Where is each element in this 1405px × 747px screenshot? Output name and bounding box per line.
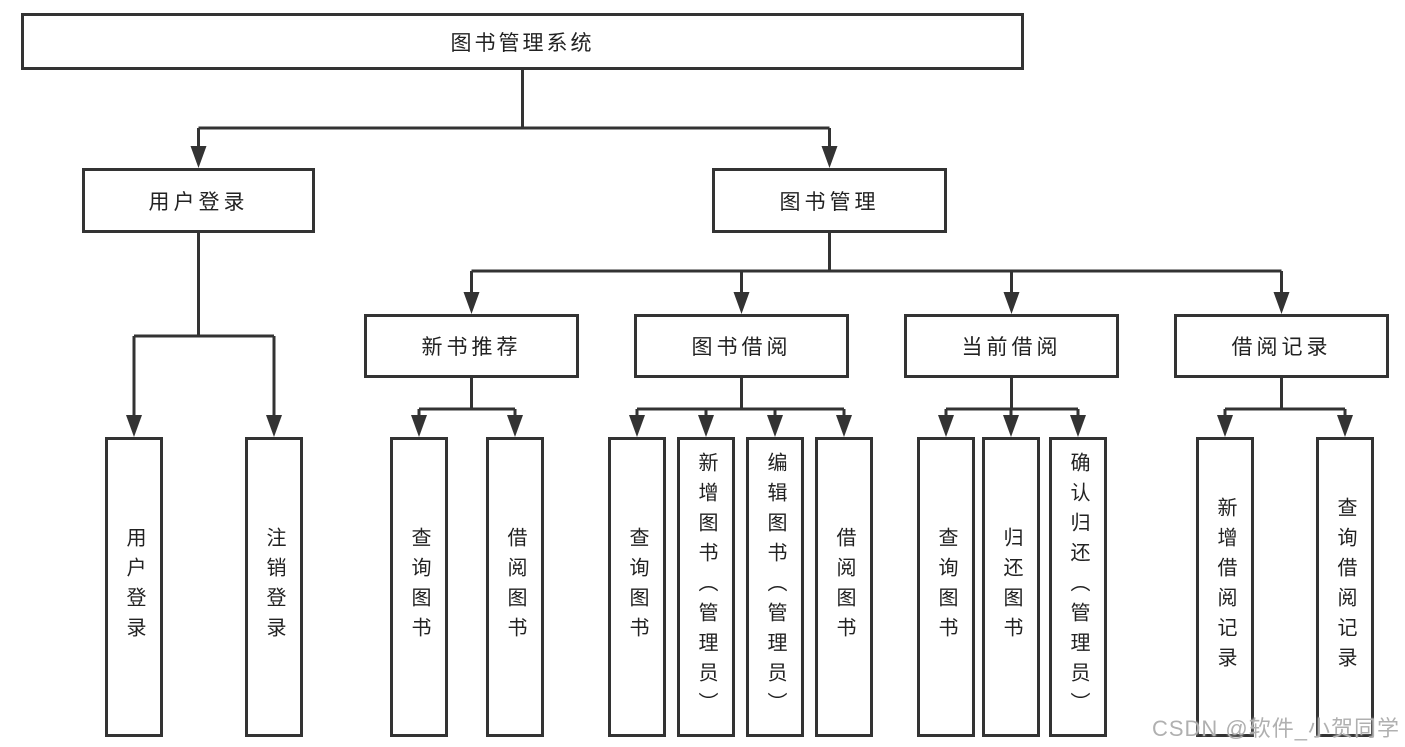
node-label: 查询图书 — [935, 527, 957, 647]
arrow-down-icon — [733, 292, 750, 314]
arrow-down-icon — [938, 415, 954, 437]
arrow-down-icon — [698, 415, 714, 437]
node-label: 编辑图书（管理员） — [764, 452, 786, 722]
node-leaf-confirm-return-admin: 确认归还（管理员） — [1049, 437, 1107, 737]
node-label: 当前借阅 — [961, 336, 1062, 359]
arrow-down-icon — [1003, 292, 1020, 314]
node-leaf-borrow-books-1: 借阅图书 — [486, 437, 544, 737]
node-label: 借阅图书 — [833, 527, 855, 647]
arrow-down-icon — [411, 415, 427, 437]
arrow-down-icon — [836, 415, 852, 437]
node-label: 图书借阅 — [691, 336, 792, 359]
node-leaf-borrow-books-2: 借阅图书 — [815, 437, 873, 737]
arrow-down-icon — [629, 415, 645, 437]
node-label: 图书管理 — [779, 190, 880, 214]
node-leaf-add-book-admin: 新增图书（管理员） — [677, 437, 735, 737]
node-current-borrowing: 当前借阅 — [904, 314, 1119, 378]
node-label: 归还图书 — [1000, 527, 1022, 647]
node-leaf-query-books-1: 查询图书 — [390, 437, 448, 737]
node-label: 新书推荐 — [421, 336, 522, 359]
node-label: 注销登录 — [263, 527, 285, 647]
node-label: 借阅图书 — [504, 527, 526, 647]
node-leaf-query-borrow-record: 查询借阅记录 — [1316, 437, 1374, 737]
node-leaf-add-borrow-record: 新增借阅记录 — [1196, 437, 1254, 737]
node-user-login-group: 用户登录 — [82, 168, 315, 233]
node-leaf-logout: 注销登录 — [245, 437, 303, 737]
arrow-down-icon — [266, 415, 282, 437]
arrow-down-icon — [507, 415, 523, 437]
node-book-borrowing: 图书借阅 — [634, 314, 849, 378]
node-leaf-user-login: 用户登录 — [105, 437, 163, 737]
node-leaf-edit-book-admin: 编辑图书（管理员） — [746, 437, 804, 737]
arrow-down-icon — [1337, 415, 1353, 437]
node-label: 新增借阅记录 — [1214, 497, 1236, 677]
arrow-down-icon — [1217, 415, 1233, 437]
node-label: 确认归还（管理员） — [1067, 452, 1089, 722]
arrow-down-icon — [767, 415, 783, 437]
node-label: 新增图书（管理员） — [695, 452, 717, 722]
node-new-book-recommendation: 新书推荐 — [364, 314, 579, 378]
node-leaf-query-books-3: 查询图书 — [917, 437, 975, 737]
node-leaf-return-book: 归还图书 — [982, 437, 1040, 737]
node-label: 查询图书 — [408, 527, 430, 647]
arrow-down-icon — [1003, 415, 1019, 437]
node-book-management-system: 图书管理系统 — [21, 13, 1024, 70]
node-book-management-group: 图书管理 — [712, 168, 947, 233]
node-label: 用户登录 — [123, 527, 145, 647]
arrow-down-icon — [463, 292, 480, 314]
node-leaf-query-books-2: 查询图书 — [608, 437, 666, 737]
node-label: 用户登录 — [148, 190, 249, 214]
arrow-down-icon — [126, 415, 142, 437]
node-borrowing-records: 借阅记录 — [1174, 314, 1389, 378]
arrow-down-icon — [821, 146, 838, 168]
arrow-down-icon — [1273, 292, 1290, 314]
node-label: 查询借阅记录 — [1334, 497, 1356, 677]
arrow-down-icon — [1070, 415, 1086, 437]
node-label: 查询图书 — [626, 527, 648, 647]
watermark: CSDN @软件_小贺同学 — [1151, 716, 1400, 741]
node-label: 借阅记录 — [1231, 336, 1332, 359]
arrow-down-icon — [190, 146, 207, 168]
node-label: 图书管理系统 — [450, 31, 595, 55]
